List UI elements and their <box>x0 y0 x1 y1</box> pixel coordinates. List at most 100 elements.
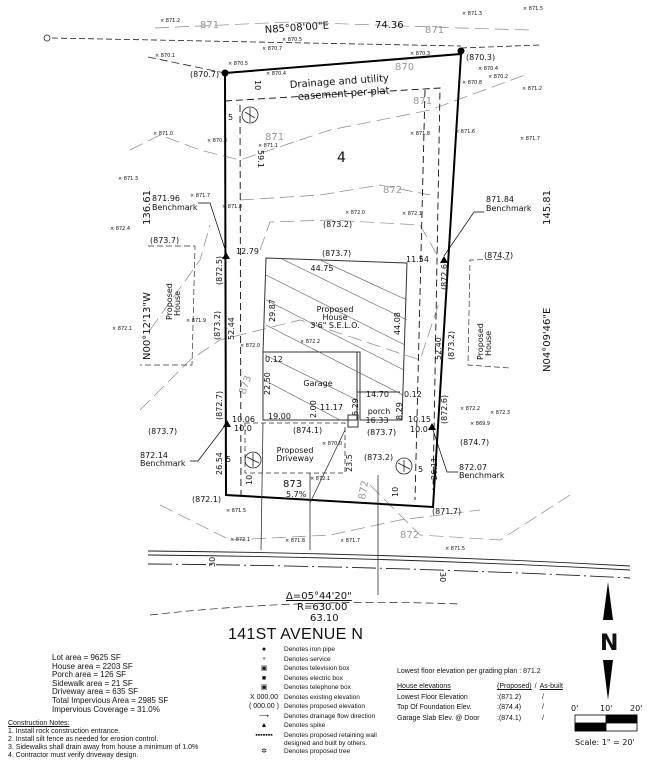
spot-elevation: × 871.2 <box>160 18 180 24</box>
lowest-floor-note: Lowest floor elevation per grading plan … <box>397 668 541 675</box>
porch-label: porch <box>368 407 391 416</box>
proposed-house <box>262 257 408 428</box>
manhole-icon <box>43 34 51 42</box>
house-dimension: 6.29 <box>351 398 360 416</box>
setback-dimension: 10 <box>253 80 262 90</box>
television-box-icon: ▣ <box>260 665 268 672</box>
scale-tick: 20' <box>630 704 642 713</box>
elevation-proposed: :(874.4) <box>497 704 522 711</box>
electric-box-icon: ■ <box>261 674 267 682</box>
area-line: Lot area = 9625 SF <box>52 653 121 662</box>
spot-elevation: × 872.0 <box>345 210 365 216</box>
legend-text: Denotes spike <box>284 722 326 729</box>
proposed-elevation: (870.7) <box>190 70 219 79</box>
proposed-elevation: (870.3) <box>466 53 495 62</box>
setback-dimension: 30 <box>208 557 217 567</box>
spot-elevation: × 872.1 <box>112 326 132 332</box>
setback-dimension: 26.54 <box>215 452 224 475</box>
elevations-separator: / <box>534 683 537 690</box>
proposed-elevation: (873.2) <box>447 331 456 360</box>
driveway-label: Proposed <box>277 446 314 455</box>
house-dimension: 0.12 <box>404 390 422 399</box>
north-arrow-letter: N <box>600 631 618 656</box>
setback-dimension: 5 <box>226 455 231 464</box>
spot-elevation: × 870.4 <box>266 71 286 77</box>
house-dimension: 8.29 <box>395 402 404 420</box>
house-dimension: 44.75 <box>311 264 334 273</box>
spot-elevation: × 871.8 <box>222 204 242 210</box>
elevation-asbuilt: / <box>542 704 544 711</box>
legend-text: Denotes drainage flow direction <box>284 712 376 720</box>
contour-label: 872 <box>357 480 371 501</box>
spot-elevation: × 871.8 <box>285 538 305 544</box>
area-summary: Lot area = 9625 SF House area = 2203 SF … <box>52 653 168 714</box>
setback-dimension: 59.1 <box>256 150 265 168</box>
elevation-label: Top Of Foundation Elev. <box>397 704 472 711</box>
house-dimension: 19.00 <box>268 412 291 421</box>
spot-elevation: × 872.4 <box>110 226 130 232</box>
proposed-elevation: (873.2) <box>213 311 222 340</box>
scale-bar <box>574 714 638 732</box>
spot-elevation: × 870.7 <box>262 46 282 52</box>
elevation-proposed: :(871.2) <box>497 693 522 701</box>
driveway-elevation: 873 <box>283 479 302 490</box>
setback-dimension: 10 <box>245 475 254 485</box>
legend-item: ●Denotes iron pipe <box>244 646 394 656</box>
spot-elevation: × 871.1 <box>258 143 278 149</box>
house-dimension: 0.12 <box>265 355 283 364</box>
elevation-asbuilt: / <box>542 714 544 722</box>
proposed-elevation: (871.7) <box>432 507 461 516</box>
legend-text: Denotes existing elevation <box>284 693 360 701</box>
spot-elevation: × 870.8 <box>207 138 227 144</box>
proposed-elevations: (870.7) (870.3) (873.7) (873.2) (873.7) … <box>148 53 513 516</box>
house-label: 3'6" S.E.L.O. <box>310 321 359 330</box>
south-distance: 63.10 <box>310 613 339 624</box>
benchmark-label: Benchmark <box>140 459 186 468</box>
contour-label: 871 <box>265 132 284 143</box>
legend-text: Denotes iron pipe <box>284 646 335 653</box>
benchmark-leaders <box>190 202 484 473</box>
area-line: Sidewalk area = 21 SF <box>52 678 133 688</box>
setback-dimension: 12.79 <box>236 247 259 256</box>
setback-dimension: 5 <box>228 113 233 122</box>
setback-dimension: 10.0 <box>410 425 428 434</box>
legend-item: ▪▪▪▪▪▪▪Denotes proposed retaining wall d… <box>244 732 394 748</box>
spot-elevation: × 872.2 <box>300 339 320 345</box>
lot-number: 4 <box>337 150 346 166</box>
setback-dimension: 10.06 <box>232 415 255 424</box>
spot-elevation: × 870.3 <box>410 51 430 57</box>
contour-label: 871 <box>425 25 444 36</box>
legend-item: ■Denotes electric box <box>244 675 394 685</box>
iron-pipe-icon <box>221 69 229 77</box>
neighbor-house-label: House <box>173 291 182 316</box>
proposed-elevation: (873.7) <box>322 249 351 258</box>
setback-dimension: 52.44 <box>227 317 236 340</box>
benchmark-label: Benchmark <box>152 203 198 212</box>
spot-elevation: × 870.8 <box>462 80 482 86</box>
spot-elevation: × 872.0 <box>240 343 260 349</box>
setback-dimension: 52.40 <box>434 337 443 360</box>
tree-icon <box>241 106 413 475</box>
drainage-flow-lines <box>43 34 541 74</box>
spot-elevation: × 871.7 <box>520 136 540 142</box>
elevations-proposed-header: (Proposed) <box>497 683 532 690</box>
spike-icon: ▲ <box>260 722 268 729</box>
legend: ●Denotes iron pipe♆Denotes service▣Denot… <box>244 646 394 757</box>
proposed-elevation: (874.7) <box>484 251 513 260</box>
spot-elevation: × 871.7 <box>340 538 360 544</box>
elevations-header: House elevations <box>397 683 451 690</box>
spot-elevation: × 870.5 <box>282 37 302 43</box>
legend-item: ▣Denotes television box <box>244 665 394 675</box>
area-line: Driveway area = 635 SF <box>52 687 139 697</box>
proposed-elevation: (873.7) <box>367 428 396 437</box>
setback-dimension: 11.54 <box>406 255 429 264</box>
legend-text: Denotes proposed elevation <box>284 703 365 710</box>
setback-dimension: 10.15 <box>408 415 431 424</box>
driveway-slope: 5.7% <box>286 490 307 499</box>
north-distance: 74.36 <box>375 20 404 31</box>
elevation-asbuilt: / <box>542 693 544 701</box>
spot-elevation: × 870.1 <box>155 53 175 59</box>
contour-label: 871 <box>413 96 432 107</box>
service-icon: ♆ <box>261 655 267 663</box>
contour-label: 871 <box>200 20 219 31</box>
